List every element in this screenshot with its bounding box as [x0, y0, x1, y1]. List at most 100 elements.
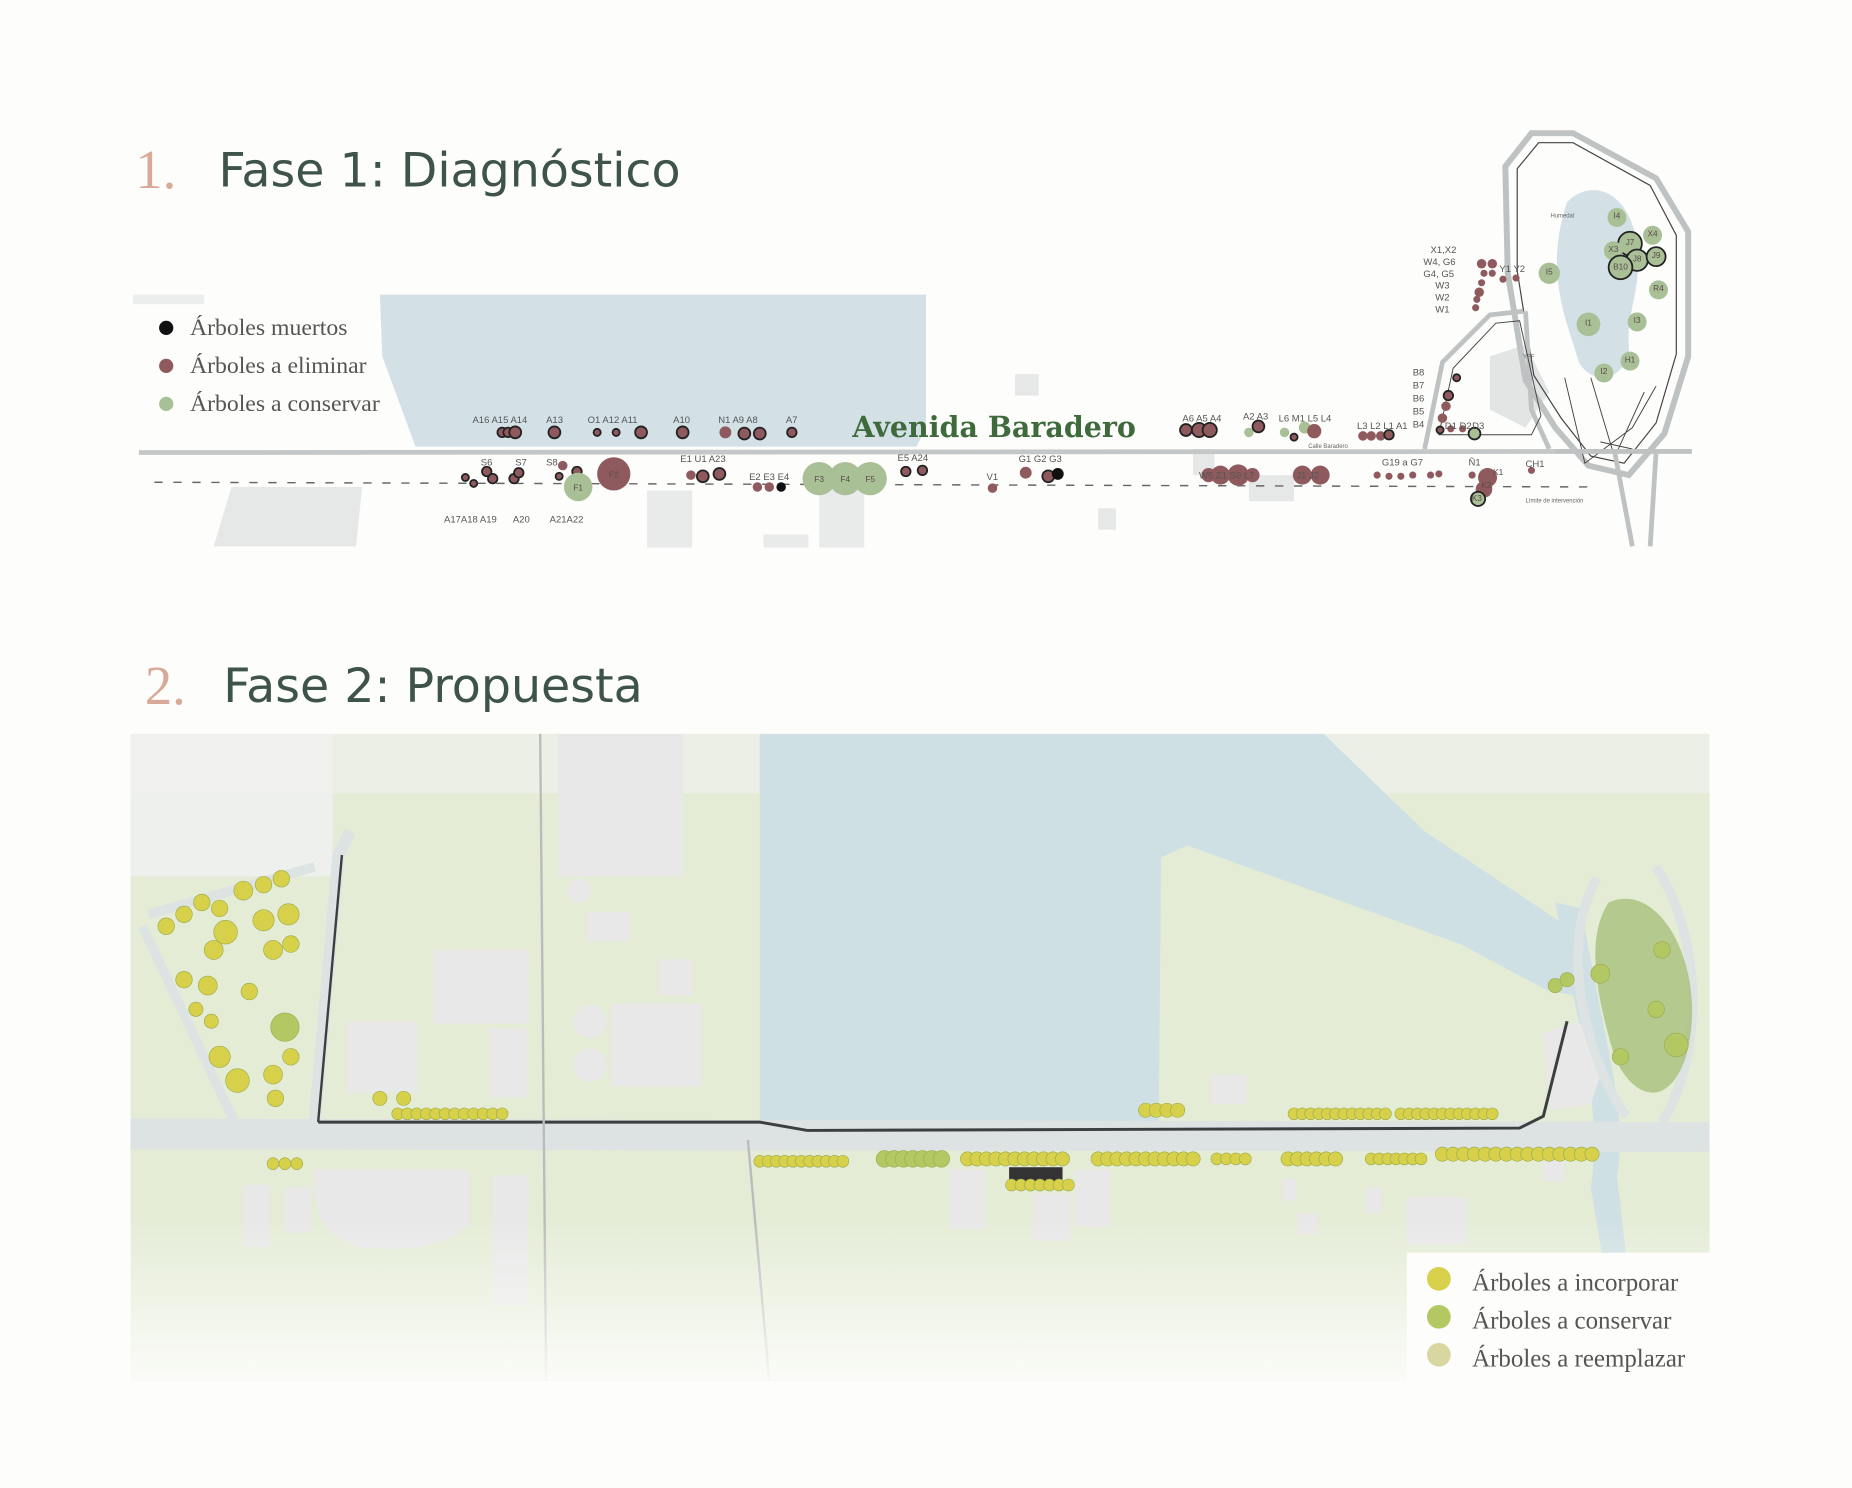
tree-label: A20 [513, 515, 530, 526]
tree-marker [554, 471, 564, 481]
tree-marker [1468, 471, 1476, 479]
tree-marker [1279, 427, 1290, 438]
tree-marker [1437, 413, 1448, 423]
water-body [379, 294, 926, 447]
tree-marker [1210, 465, 1230, 485]
tree-marker [1499, 275, 1507, 283]
phase1-title: Fase 1: Diagnóstico [218, 144, 680, 199]
tree-marker [1310, 465, 1330, 485]
tree-label: S8 [546, 458, 558, 469]
tree-marker [1251, 419, 1266, 434]
tree-marker [1201, 421, 1218, 439]
tree-marker [1375, 431, 1386, 441]
tree-marker [1467, 426, 1482, 441]
svg-text:Árboles a conservar: Árboles a conservar [1472, 1307, 1672, 1335]
tree-marker [1441, 401, 1451, 411]
tree-marker [1442, 389, 1454, 402]
tree-marker [597, 457, 631, 491]
park-loop-road [1502, 130, 1692, 479]
building [1098, 508, 1116, 530]
tree-marker [1245, 467, 1260, 483]
tree-label: F1 [573, 483, 583, 493]
tree-marker [1409, 471, 1417, 479]
tree-label: B5 [1413, 407, 1425, 418]
tree-marker [786, 426, 798, 439]
tree-marker [1426, 471, 1435, 479]
tree-marker [1397, 472, 1405, 480]
tree-label: S7 [515, 458, 527, 469]
tree-marker [481, 465, 493, 478]
phase1-number: 1. [135, 139, 176, 200]
tree-marker [1607, 207, 1627, 227]
tree-marker [1179, 423, 1193, 437]
park-inner-line [1516, 142, 1677, 464]
legend-item-add: Árboles a incorporar [1426, 1266, 1679, 1297]
phase2-heading: 2. Fase 2: Propuesta [145, 655, 643, 716]
tree-label: L3 L2 L1 A1 [1357, 421, 1408, 432]
building [213, 486, 363, 547]
legend-item-keep: Árboles a conservar [1426, 1304, 1672, 1335]
ypf-label: YPF [1523, 355, 1535, 361]
tree-label: G4, G5 [1423, 269, 1454, 280]
tree-marker [1576, 312, 1601, 337]
tree-marker [1289, 432, 1299, 442]
tree-marker [1627, 312, 1647, 332]
tree-marker [592, 427, 602, 437]
legend-item-replace: Árboles a reemplazar [1426, 1342, 1686, 1373]
tree-marker [1527, 466, 1536, 474]
tree-marker [1512, 274, 1520, 282]
roundabout-roads [1555, 448, 1692, 547]
tree-label: W1 [1435, 304, 1449, 315]
tree-marker [1478, 279, 1486, 287]
tree-marker [1620, 351, 1640, 371]
tree-marker [508, 425, 523, 440]
tree-label: I4 [1613, 211, 1620, 221]
tree-marker [686, 470, 696, 480]
tree-label: E1 U1 A23 [680, 454, 725, 465]
tree-label: B10 [1613, 262, 1628, 272]
tree-marker [1051, 467, 1064, 480]
svg-text:Árboles a incorporar: Árboles a incorporar [1472, 1269, 1679, 1297]
tree-marker [1227, 464, 1249, 486]
tree-label: A10 [673, 415, 690, 426]
tree-label: A21A22 [550, 515, 584, 526]
tree-marker [1470, 490, 1487, 507]
tree-label: K3 [1472, 493, 1483, 503]
tree-label: B7 [1413, 380, 1425, 391]
tree-marker [752, 426, 767, 441]
tree-label: F3 [814, 474, 824, 484]
tree-label: J8 [1633, 253, 1642, 263]
tree-label: N1 A9 A8 [718, 415, 758, 426]
tree-marker [1447, 425, 1455, 433]
tree-label: A2 A3 [1243, 411, 1268, 422]
tree-label: I5 [1546, 266, 1553, 276]
street-name-label: Avenida Baradero [851, 410, 1135, 444]
svg-text:Árboles a eliminar: Árboles a eliminar [190, 353, 367, 379]
tree-marker [802, 462, 836, 496]
tree-marker [1607, 254, 1634, 281]
tree-marker [1244, 427, 1254, 438]
tree-label: G19 a G7 [1382, 458, 1423, 469]
tree-label: CH1 [1526, 459, 1545, 470]
tree-marker [1435, 425, 1445, 435]
tree-marker [1594, 363, 1614, 383]
tree-marker [1643, 225, 1663, 245]
tree-marker [776, 482, 786, 492]
tree-markers [460, 207, 1668, 507]
tree-marker [1373, 471, 1381, 479]
tree-marker [900, 465, 912, 478]
main-road [138, 448, 1692, 455]
tree-marker [1307, 424, 1322, 439]
tree-label: D3 [1472, 421, 1484, 432]
legend-swatch [1426, 1304, 1451, 1329]
tree-marker [695, 469, 710, 484]
tree-marker [752, 482, 763, 492]
tree-label: K1 [1493, 467, 1504, 477]
tree-marker [611, 427, 621, 437]
phase1-heading: 1. Fase 1: Diagnóstico [135, 139, 680, 200]
tree-marker [828, 462, 862, 496]
tree-label: W3 [1435, 281, 1449, 292]
tree-label: Ñ1 [1469, 458, 1481, 469]
tree-label: O1 A12 A11 [588, 415, 638, 426]
